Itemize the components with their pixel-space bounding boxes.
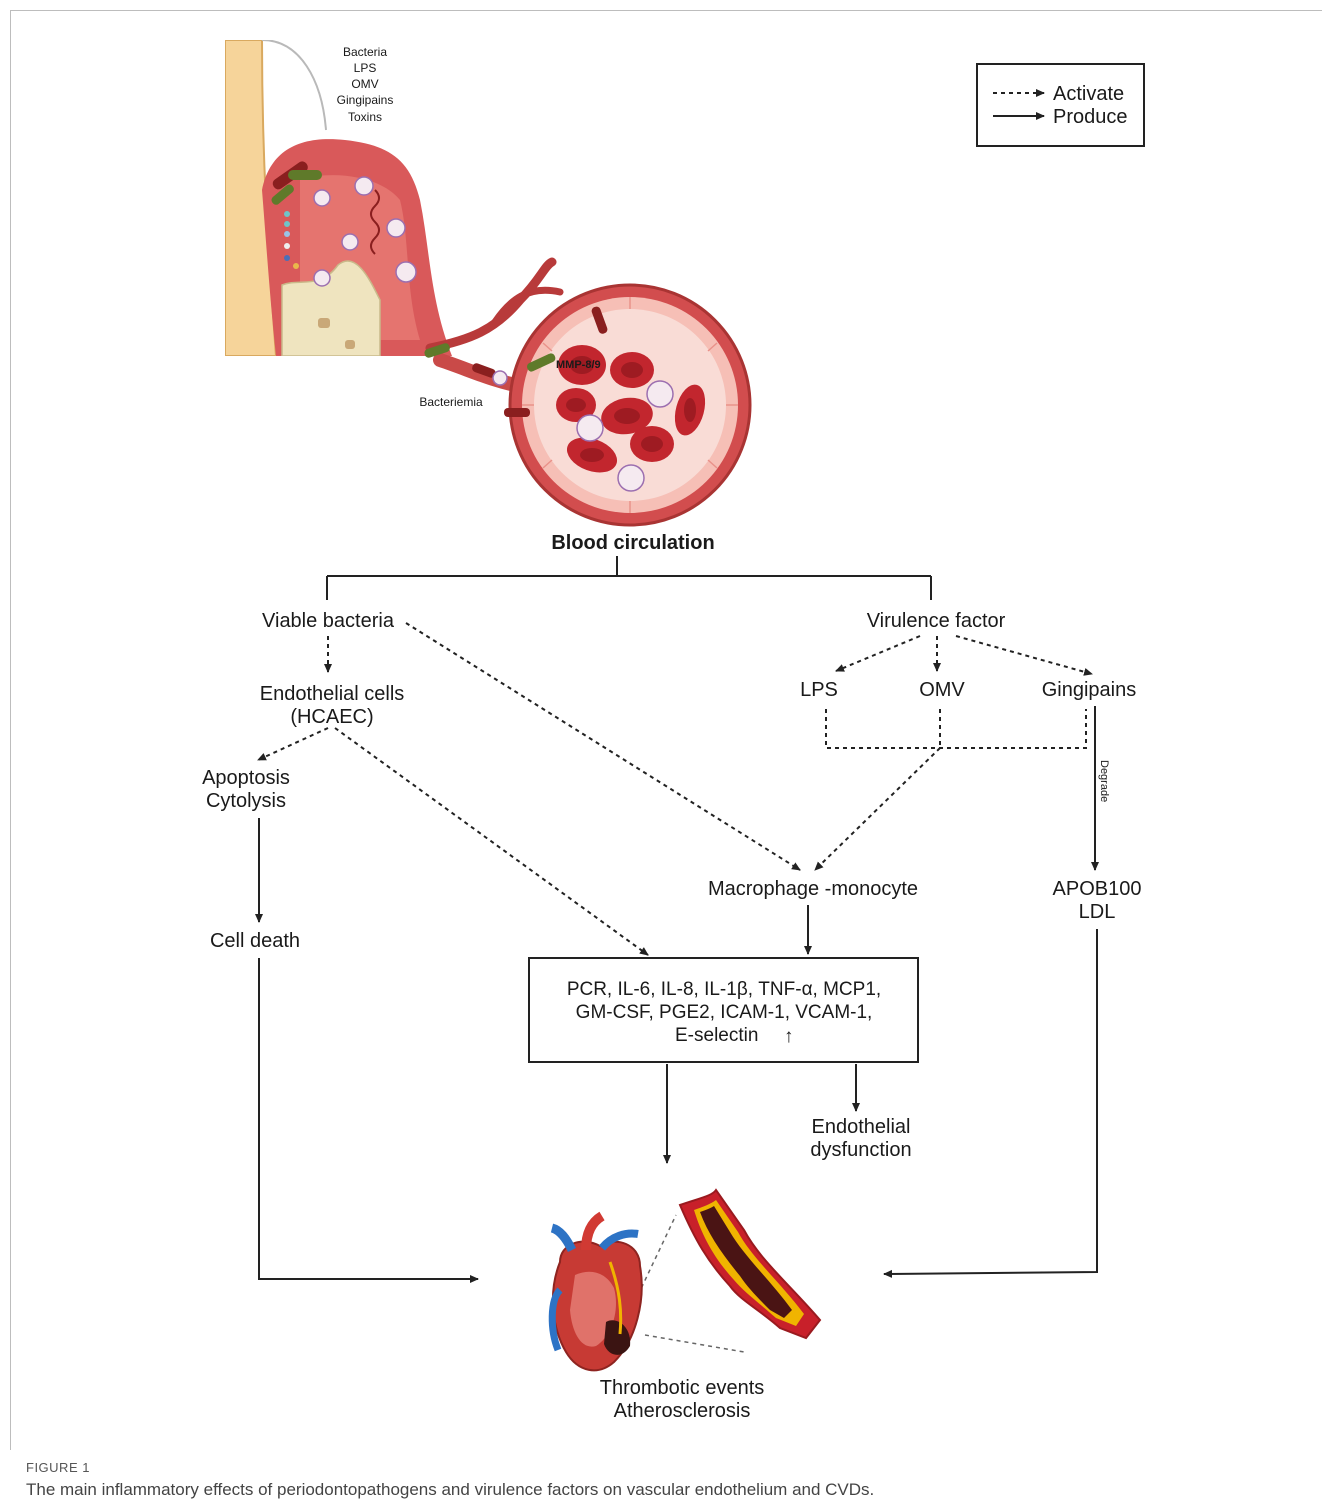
figure-label: FIGURE 1: [26, 1460, 90, 1475]
cytolysis-label: Cytolysis: [206, 790, 286, 812]
apob100-label: APOB100: [1053, 878, 1142, 900]
source-toxins: Toxins: [348, 110, 382, 124]
legend-box: [977, 64, 1144, 146]
bacteriemia-label: Bacteriemia: [419, 395, 483, 409]
vessel-illustration: MMP-8/9 Bacteriemia: [419, 262, 750, 525]
cytokines-line3: E-selectin: [675, 1025, 758, 1046]
apoptosis-label: Apoptosis: [202, 767, 290, 789]
arrow-endothelial-apoptosis: [258, 728, 328, 760]
source-gingipains: Gingipains: [337, 93, 394, 107]
arrow-bacteria-macrophage: [406, 623, 800, 870]
viable-bacteria-label: Viable bacteria: [262, 610, 395, 632]
virulence-bracket: [826, 709, 1086, 748]
cytokines-line2: GM-CSF, PGE2, ICAM-1, VCAM-1,: [576, 1002, 873, 1023]
gum-illustration: Bacteria LPS OMV Gingipains Toxins: [225, 40, 460, 356]
source-bacteria: Bacteria: [343, 45, 387, 59]
endothelial-dysfunction-line1: Endothelial: [812, 1116, 911, 1138]
endothelial-cells-label: Endothelial cells: [260, 683, 405, 705]
cytokines-line1: PCR, IL-6, IL-8, IL-1β, TNF-α, MCP1,: [567, 979, 881, 1000]
figure-caption: The main inflammatory effects of periodo…: [26, 1480, 874, 1500]
connectors: [258, 556, 1097, 1279]
omv-label: OMV: [919, 679, 965, 701]
macrophage-label: Macrophage -monocyte: [708, 878, 918, 900]
legend-produce-label: Produce: [1053, 106, 1128, 128]
diagram: Activate Produce: [0, 0, 1322, 1455]
arrow-celldeath-heart: [259, 958, 478, 1279]
arrow-virulence-macrophage: [815, 748, 940, 870]
gingipains-label: Gingipains: [1042, 679, 1137, 701]
arrow-vf-gingipains: [956, 636, 1092, 674]
source-omv: OMV: [351, 77, 378, 91]
virulence-factor-label: Virulence factor: [867, 610, 1006, 632]
arrow-vf-lps: [836, 636, 920, 671]
blood-circulation-label: Blood circulation: [551, 532, 714, 554]
endothelial-dysfunction-line2: dysfunction: [810, 1139, 911, 1161]
ldl-label: LDL: [1079, 901, 1116, 923]
heart-illustration: [552, 1190, 820, 1370]
legend: Activate Produce: [977, 64, 1144, 146]
hcaec-label: (HCAEC): [290, 706, 373, 728]
thrombotic-events-label: Thrombotic events: [600, 1377, 765, 1399]
cell-death-label: Cell death: [210, 930, 300, 952]
degrade-label: Degrade: [1098, 760, 1110, 802]
split-connector: [327, 556, 931, 600]
source-lps: LPS: [354, 61, 377, 75]
arrow-endothelial-cytokines: [335, 728, 648, 955]
atherosclerosis-label: Atherosclerosis: [614, 1400, 751, 1422]
lps-label: LPS: [800, 679, 838, 701]
legend-activate-label: Activate: [1053, 83, 1124, 105]
increase-arrow: ↑: [784, 1026, 794, 1047]
mmp-label: MMP-8/9: [556, 359, 601, 371]
